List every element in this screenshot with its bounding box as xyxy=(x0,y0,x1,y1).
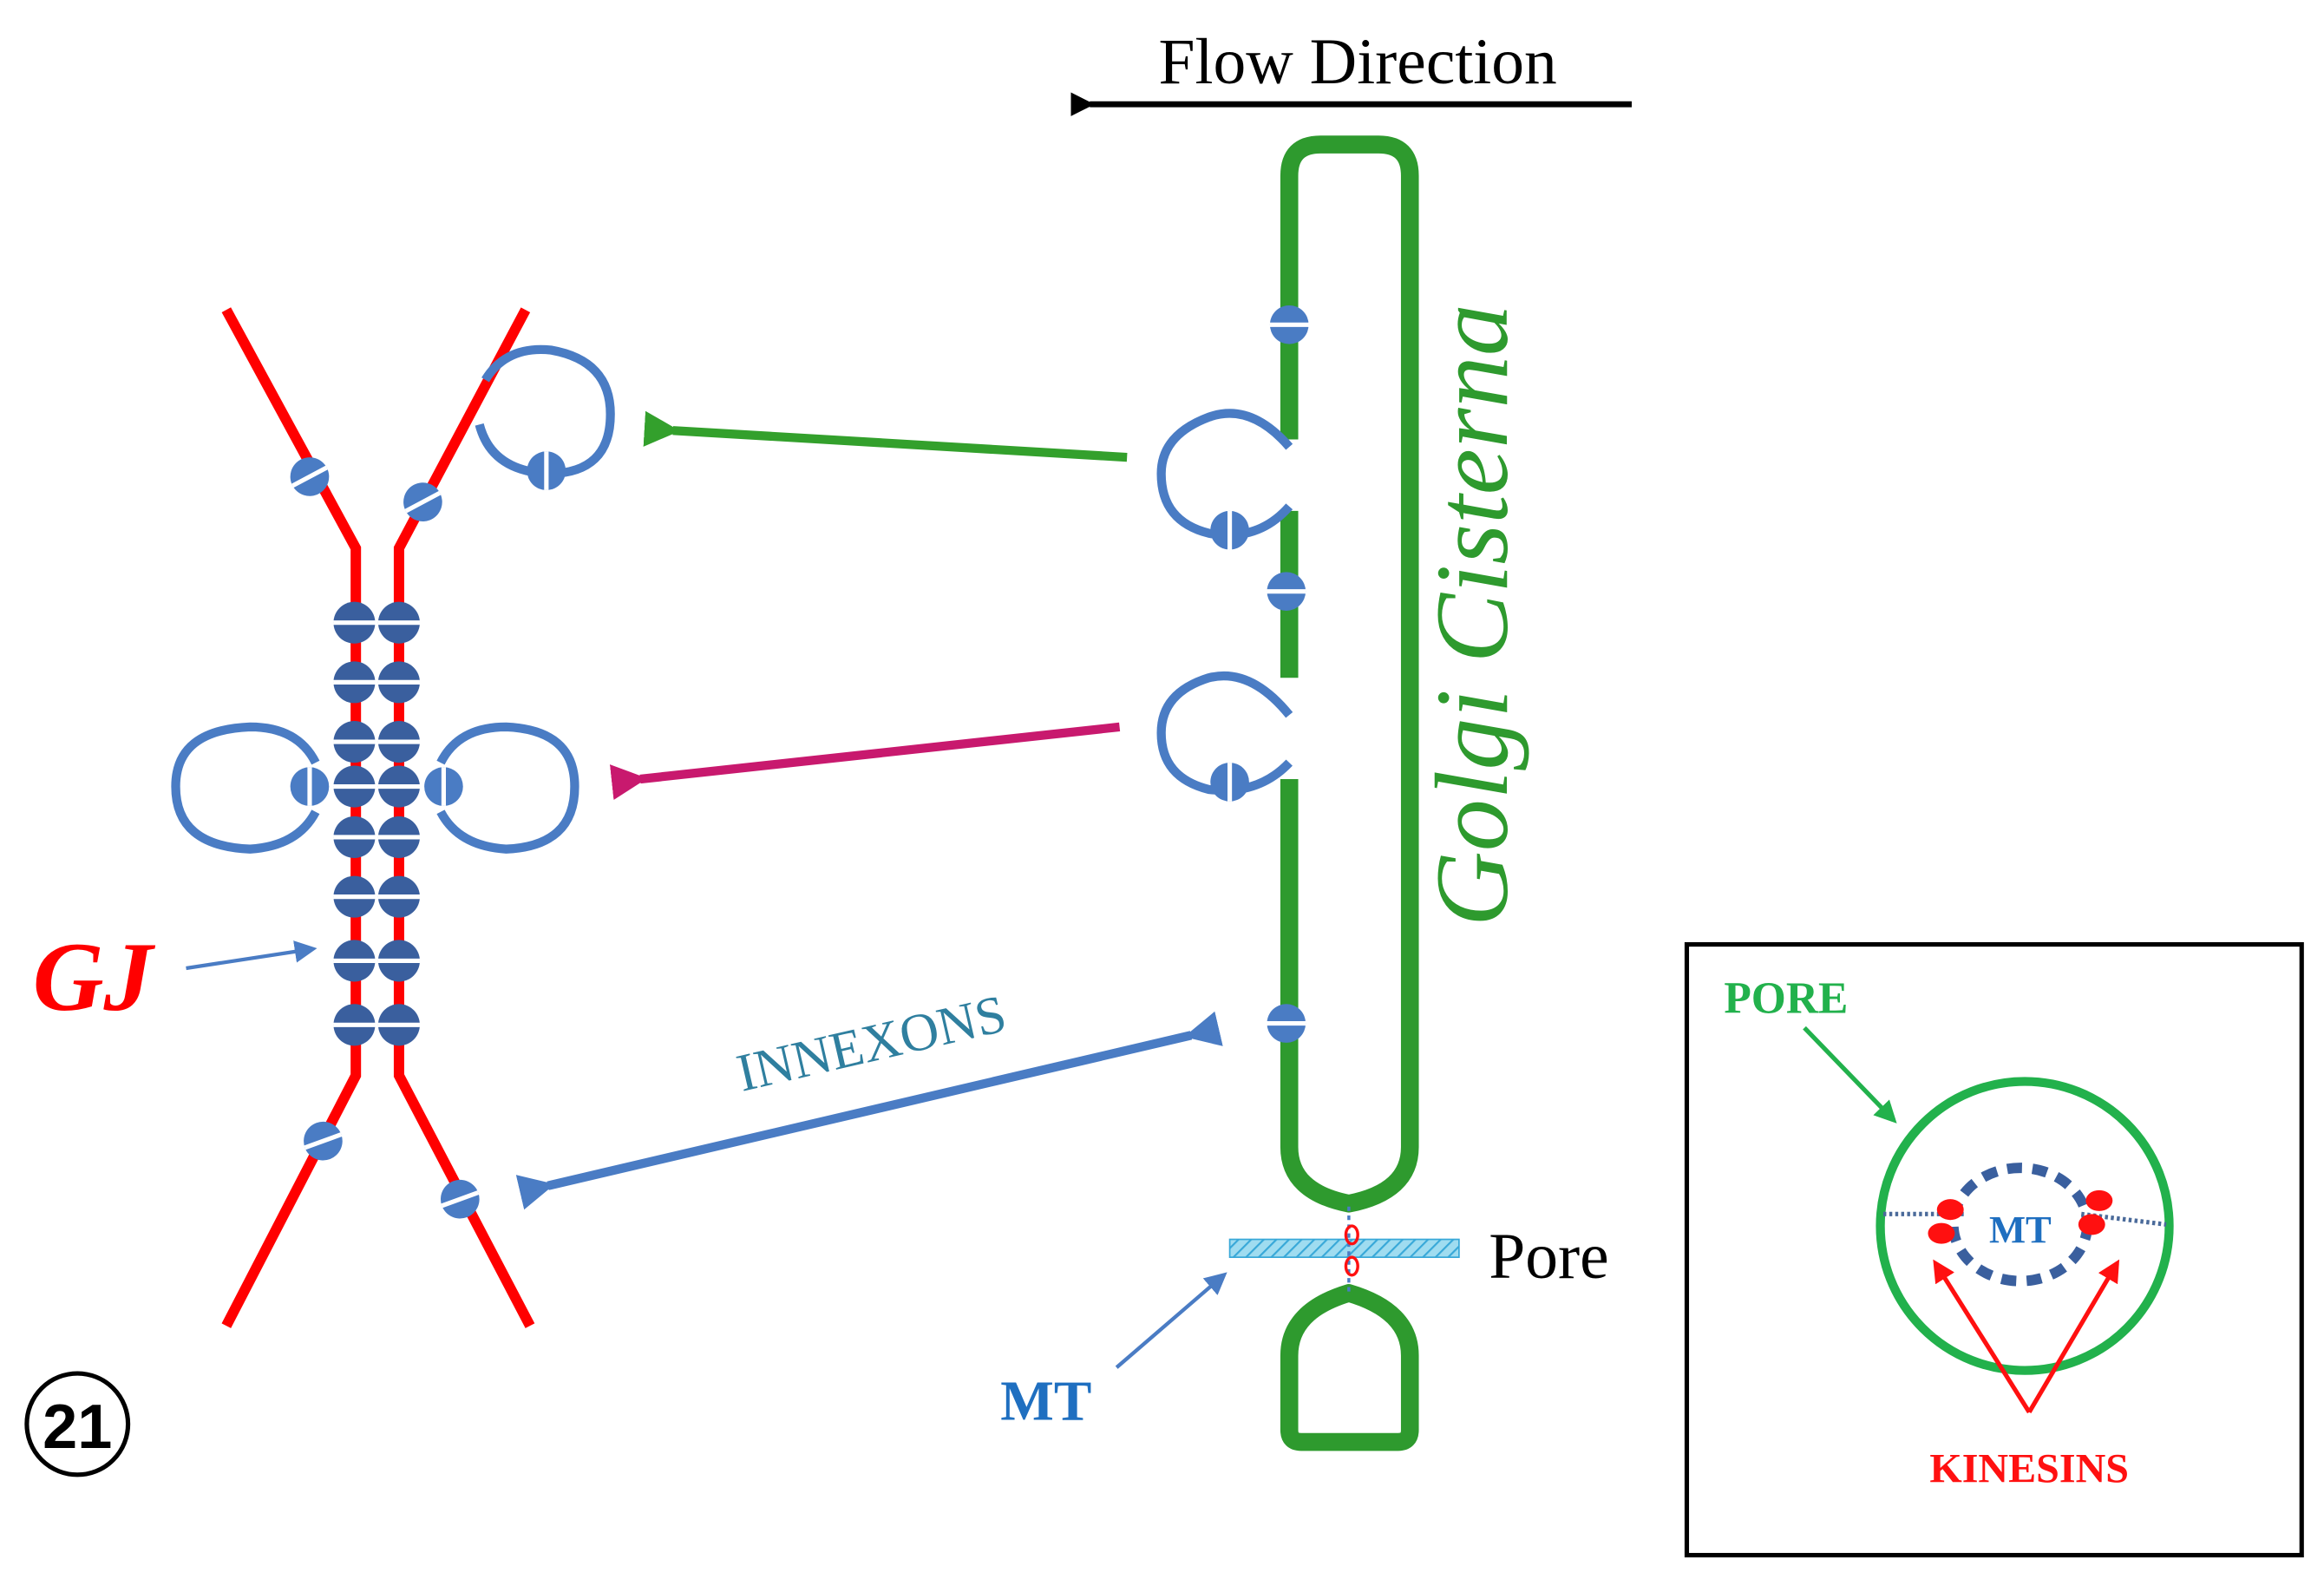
kinesin-arrow-left xyxy=(1933,1259,2032,1414)
innexon-icon xyxy=(333,601,376,644)
innexon-icon xyxy=(424,767,463,806)
innexon-icon xyxy=(333,940,376,982)
inset-pore-label: PORE xyxy=(1724,974,1848,1024)
golgi-vesicle-lower xyxy=(1156,671,1293,802)
mt-pointer-arrow xyxy=(1115,1272,1227,1369)
golgi-cisterna: Golgi Cisterna xyxy=(1280,135,1529,1451)
gj-vesicle-left xyxy=(171,722,330,854)
flow-direction: Flow Direction xyxy=(1070,26,1632,116)
innexon-icon xyxy=(377,940,420,982)
figure-number: 21 xyxy=(43,1392,112,1462)
gj-vesicle-right xyxy=(424,722,579,854)
golgi-innexons xyxy=(1267,305,1309,1043)
innexon-icon xyxy=(333,1004,376,1046)
innexon-icon xyxy=(304,1121,343,1161)
innexon-icon xyxy=(377,601,420,644)
innexon-icon xyxy=(377,875,420,918)
golgi-vesicle-upper xyxy=(1156,409,1293,550)
innexon-icon xyxy=(1267,1004,1306,1043)
kinesin-icon xyxy=(1344,1224,1359,1246)
inset-panel: PORE MT KINESINS xyxy=(1684,941,2304,1558)
vesicle-transport-arrow-green xyxy=(643,410,1128,462)
flow-direction-label: Flow Direction xyxy=(1159,26,1557,98)
innexon-icon xyxy=(377,661,420,704)
kinesin-icon xyxy=(1928,1199,1964,1244)
vesicle-transport-arrow-magenta xyxy=(609,722,1121,801)
innexon-icon xyxy=(377,765,420,808)
microtubule-bar xyxy=(1228,1238,1460,1258)
innexon-icon xyxy=(333,661,376,704)
innexons-double-arrow xyxy=(515,1011,1223,1210)
membrane-vesicle-top xyxy=(475,344,615,490)
inset-kinesins-label: KINESINS xyxy=(1929,1445,2129,1491)
inset-pore-arrow xyxy=(1803,1025,1897,1124)
gap-junction xyxy=(221,307,535,1328)
inset-frame xyxy=(1684,941,2304,1558)
innexon-icon xyxy=(1210,510,1249,550)
gj-innexon-pairs xyxy=(333,601,420,1046)
innexon-icon xyxy=(377,721,420,763)
figure-number-badge: 21 xyxy=(24,1371,131,1477)
innexon-icon xyxy=(440,1179,480,1219)
innexon-icon xyxy=(403,482,442,521)
membrane-left xyxy=(221,307,362,1328)
innexon-icon xyxy=(377,1004,420,1046)
innexon-icon xyxy=(1269,305,1309,344)
golgi-cisterna-label: Golgi Cisterna xyxy=(1414,304,1529,927)
innexon-icon xyxy=(333,816,376,858)
kinesin-icon xyxy=(1344,1255,1359,1277)
pore-label: Pore xyxy=(1489,1221,1608,1293)
golgi-cisterna-tip xyxy=(1280,1284,1419,1451)
golgi-cisterna-membrane xyxy=(1280,135,1419,1213)
gj-label: GJ xyxy=(33,922,156,1032)
kinesin-arrow-right xyxy=(2026,1259,2120,1414)
innexon-icon xyxy=(527,451,566,490)
innexon-icon xyxy=(290,457,330,496)
innexon-icon xyxy=(290,767,330,806)
gj-pointer-arrow xyxy=(186,940,318,971)
kinesin-icon xyxy=(2078,1189,2113,1235)
inset-mt-label: MT xyxy=(1989,1208,2052,1251)
innexon-icon xyxy=(333,765,376,808)
innexon-icon xyxy=(333,875,376,918)
innexon-icon xyxy=(1210,763,1249,802)
mt-label: MT xyxy=(1000,1370,1091,1432)
innexon-icon xyxy=(1267,572,1306,611)
innexon-icon xyxy=(377,816,420,858)
pore-microtubule xyxy=(1228,1206,1460,1294)
inset-pore-circle xyxy=(1876,1077,2174,1375)
membrane-innexons xyxy=(290,457,480,1219)
innexon-icon xyxy=(333,721,376,763)
